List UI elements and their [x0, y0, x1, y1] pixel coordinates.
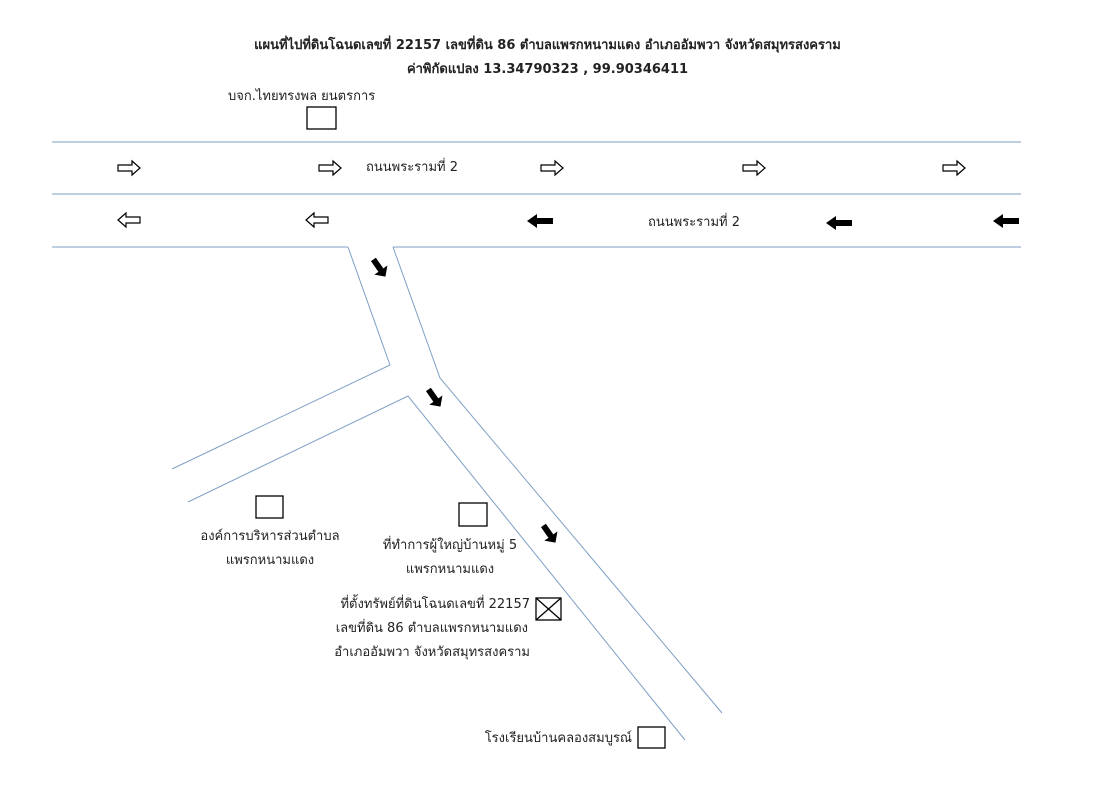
- arrow-down-right-icon: [421, 384, 448, 412]
- arrow-right-icon: [942, 160, 966, 176]
- company-marker: [306, 106, 337, 130]
- property-marker: [535, 597, 562, 621]
- school-label: โรงเรียนบ้านคลองสมบูรณ์: [484, 731, 632, 746]
- arrow-left-icon: [305, 212, 329, 228]
- school-marker: [637, 726, 666, 749]
- arrow-left-solid-icon: [826, 216, 852, 230]
- side-road-inner-edge: [187, 395, 686, 741]
- road-lines: [52, 141, 1021, 741]
- map-title: แผนที่ไปที่ดินโฉนดเลขที่ 22157 เลขที่ดิน…: [254, 38, 841, 53]
- arrow-down-right-icon: [366, 254, 393, 282]
- arrow-right-icon: [742, 160, 766, 176]
- coordinates: ค่าพิกัดแปลง 13.34790323 , 99.90346411: [406, 62, 689, 77]
- property-label-1: ที่ตั้งทรัพย์ที่ดินโฉนดเลขที่ 22157: [340, 597, 530, 612]
- headman-label-2: แพรกหนามแดง: [405, 562, 495, 577]
- tao-marker: [255, 495, 284, 519]
- headman-marker: [458, 502, 488, 527]
- property-label-3: อำเภออัมพวา จังหวัดสมุทรสงคราม: [334, 645, 530, 660]
- arrow-left-solid-icon: [993, 214, 1019, 228]
- landmark-markers: [255, 106, 666, 749]
- arrow-left-solid-icon: [527, 214, 553, 228]
- arrow-right-icon: [117, 160, 141, 176]
- property-label-2: เลขที่ดิน 86 ตำบลแพรกหนามแดง: [335, 621, 528, 636]
- road-label-top: ถนนพระรามที่ 2: [366, 160, 459, 175]
- company-label: บจก.ไทยทรงพล ยนตรการ: [228, 89, 376, 104]
- side-road-right-edge: [392, 246, 723, 714]
- tao-label-2: แพรกหนามแดง: [225, 553, 315, 568]
- headman-label-1: ที่ทำการผู้ใหญ่บ้านหมู่ 5: [382, 538, 518, 553]
- road-label-bottom: ถนนพระรามที่ 2: [648, 215, 741, 230]
- arrow-left-icon: [117, 212, 141, 228]
- arrow-right-icon: [540, 160, 564, 176]
- arrow-right-icon: [318, 160, 342, 176]
- tao-label-1: องค์การบริหารส่วนตำบล: [200, 529, 340, 544]
- side-road-left-edge: [171, 246, 391, 470]
- direction-arrows: [117, 160, 1019, 548]
